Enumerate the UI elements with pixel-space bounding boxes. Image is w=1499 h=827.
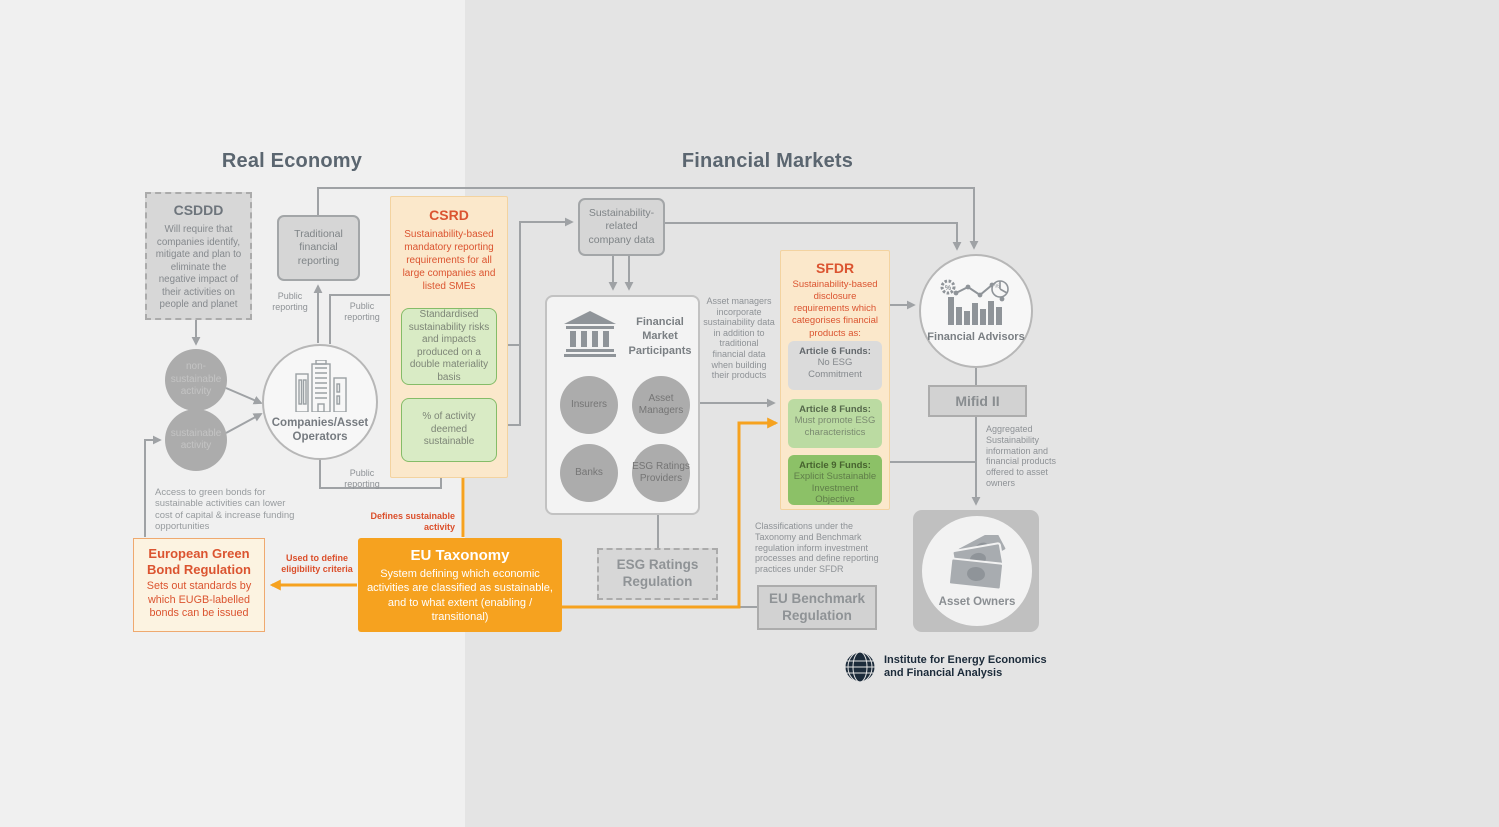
public-reporting-label-1: Public reporting: [272, 291, 308, 312]
real-economy-panel: [0, 0, 465, 827]
public-reporting-label-3: Public reporting: [344, 468, 380, 489]
svg-text:%: %: [945, 285, 952, 292]
money-icon: [947, 534, 1008, 590]
company-data-box: Sustainability-related company data: [578, 198, 665, 256]
aggregated-note: Aggregated Sustainability information an…: [986, 424, 1057, 488]
bank-icon: [564, 311, 616, 357]
public-reporting-label-2: Public reporting: [344, 301, 380, 322]
svg-text:%: %: [994, 284, 1000, 290]
csddd-title: CSDDD: [173, 202, 224, 218]
eu-taxonomy-box: EU Taxonomy System defining which econom…: [358, 538, 562, 632]
article9-title: Article 9 Funds:: [799, 460, 871, 471]
mifid-box: Mifid II: [928, 385, 1027, 417]
asset-managers-note: Asset managers incorporate sustainabilit…: [703, 296, 775, 381]
ieefa-org-name: Institute for Energy Economics and Finan…: [884, 653, 1047, 679]
advisor-analytics-icon: % %: [940, 279, 1009, 326]
csrd-standardised-box: Standardised sustainability risks and im…: [401, 308, 497, 385]
fmp-title: Financial Market Participants: [628, 316, 692, 357]
csrd-body: Sustainability-based mandatory reporting…: [402, 229, 496, 292]
header-real-economy: Real Economy: [221, 150, 363, 172]
eu-taxonomy-body: System defining which economic activitie…: [367, 568, 553, 623]
sfdr-body: Sustainability-based disclosure requirem…: [791, 279, 879, 339]
pie-chart-icon: %: [991, 280, 1009, 299]
sfdr-title: SFDR: [815, 260, 855, 276]
sfdr-article6-box: Article 6 Funds: No ESG Commitment: [788, 341, 882, 390]
header-financial-markets: Financial Markets: [681, 150, 854, 172]
ieefa-logo: Institute for Energy Economics and Finan…: [843, 648, 1073, 686]
asset-owners-circle: Asset Owners: [922, 516, 1032, 626]
asset-owners-label: Asset Owners: [938, 595, 1016, 608]
traditional-financial-reporting-box: Traditional financial reporting: [277, 215, 360, 281]
eligibility-criteria-label: Used to define eligibility criteria: [281, 553, 353, 575]
fmp-box: Financial Market Participants Insurers A…: [545, 295, 700, 515]
article8-body: Must promote ESG characteristics: [794, 415, 876, 438]
green-bonds-note: Access to green bonds for sustainable ac…: [155, 487, 295, 533]
csddd-body: Will require that companies identify, mi…: [155, 224, 242, 311]
classifications-note: Classifications under the Taxonomy and B…: [755, 521, 879, 575]
companies-label: Companies/Asset Operators: [271, 416, 369, 443]
egbr-title: European Green Bond Regulation: [147, 546, 251, 577]
buildings-icon: [295, 359, 347, 412]
egbr-box: European Green Bond Regulation Sets out …: [133, 538, 265, 632]
financial-advisors-label: Financial Advisors: [927, 331, 1025, 344]
egbr-body: Sets out standards by which EUGB-labelle…: [146, 580, 252, 620]
financial-advisors-circle: % % Financial Advisors: [919, 254, 1033, 368]
csrd-title: CSRD: [429, 207, 469, 223]
fmp-circle-banks: Banks: [560, 444, 618, 502]
gear-icon: %: [940, 279, 956, 295]
sfdr-article8-box: Article 8 Funds: Must promote ESG charac…: [788, 399, 882, 448]
csddd-box: CSDDD Will require that companies identi…: [145, 192, 252, 320]
companies-asset-operators-circle: Companies/Asset Operators: [262, 344, 378, 460]
fmp-circle-insurers: Insurers: [560, 376, 618, 434]
defines-sustainable-activity-label: Defines sustainable activity: [370, 511, 455, 533]
eu-benchmark-regulation-box: EU Benchmark Regulation: [757, 585, 877, 630]
fmp-circle-esg-ratings-providers: ESG Ratings Providers: [632, 444, 690, 502]
sfdr-article9-box: Article 9 Funds: Explicit Sustainable In…: [788, 455, 882, 505]
sustainable-activity-circle: sustainable activity: [165, 409, 227, 471]
csrd-pct-sustainable-box: % of activity deemed sustainable: [401, 398, 497, 462]
asset-owners-box: Asset Owners: [913, 510, 1039, 632]
globe-icon: [844, 651, 876, 683]
article8-title: Article 8 Funds:: [799, 404, 871, 415]
non-sustainable-activity-circle: non-sustainable activity: [165, 349, 227, 411]
esg-ratings-regulation-box: ESG Ratings Regulation: [597, 548, 718, 600]
article9-body: Explicit Sustainable Investment Objectiv…: [793, 471, 877, 506]
eu-taxonomy-title: EU Taxonomy: [410, 547, 510, 564]
fmp-circle-asset-managers: Asset Managers: [632, 376, 690, 434]
article6-title: Article 6 Funds:: [799, 346, 871, 357]
article6-body: No ESG Commitment: [808, 357, 862, 380]
